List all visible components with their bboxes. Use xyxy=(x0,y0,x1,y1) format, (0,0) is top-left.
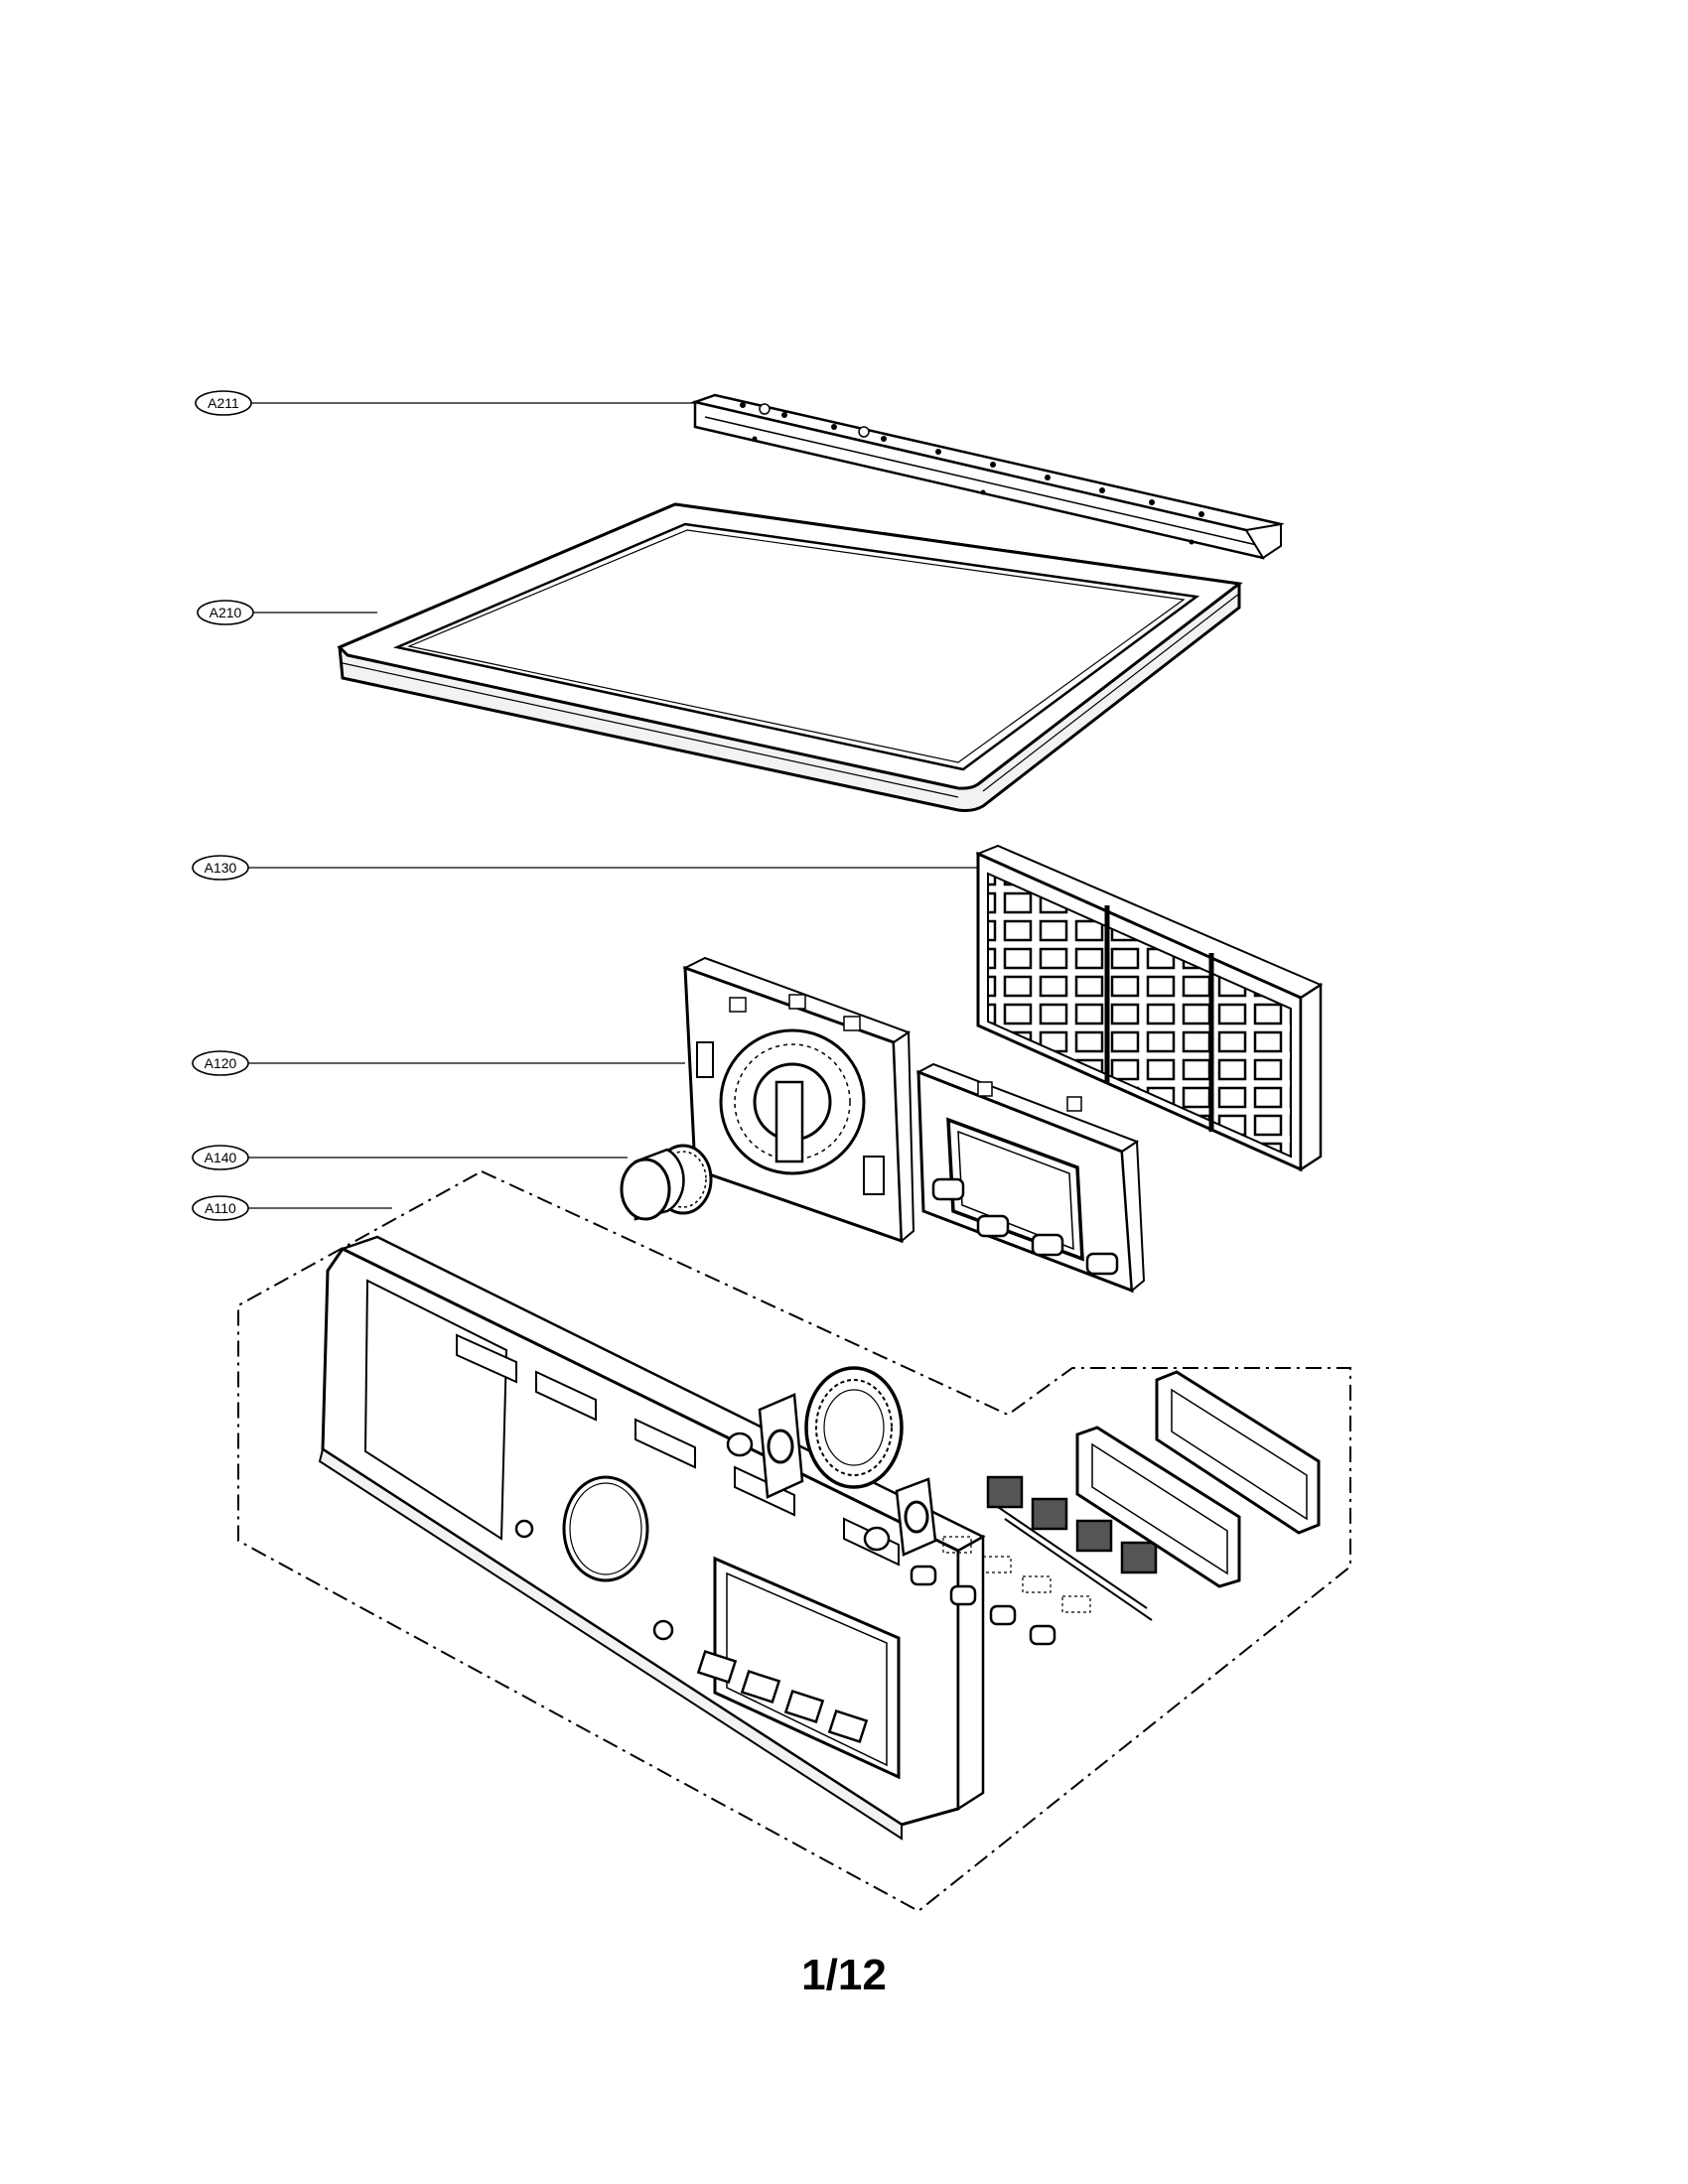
page-number: 1/12 xyxy=(801,1951,887,1999)
mounting-bracket[interactable] xyxy=(690,393,1285,560)
control-knob[interactable] xyxy=(620,1144,713,1221)
callout-a130-label: A130 xyxy=(205,860,237,876)
callout-a120-label: A120 xyxy=(205,1055,237,1071)
callout-a120[interactable]: A120 xyxy=(192,1050,685,1076)
callout-a140[interactable]: A140 xyxy=(192,1145,628,1170)
callout-a210[interactable]: A210 xyxy=(197,600,377,625)
window-frame xyxy=(1075,1426,1241,1588)
display-lens xyxy=(1155,1370,1321,1535)
rotary-encoder xyxy=(726,1393,804,1499)
control-panel-assembly[interactable] xyxy=(237,1169,1351,1913)
top-cover[interactable] xyxy=(337,502,1243,812)
switch-modules xyxy=(986,1475,1158,1621)
callout-a110-label: A110 xyxy=(205,1200,236,1216)
callout-a140-label: A140 xyxy=(205,1150,237,1165)
callout-a211[interactable]: A211 xyxy=(195,390,695,416)
control-pcb-assembly[interactable] xyxy=(682,956,1146,1294)
callout-a211-label: A211 xyxy=(208,395,239,411)
secondary-encoder xyxy=(863,1477,937,1557)
callout-a110[interactable]: A110 xyxy=(192,1195,392,1221)
assembly-boundary xyxy=(237,1169,1351,1913)
dial-ring xyxy=(804,1366,904,1489)
callout-a210-label: A210 xyxy=(210,605,242,620)
button-grid-frame[interactable] xyxy=(975,844,1324,1172)
callout-a130[interactable]: A130 xyxy=(192,855,978,881)
